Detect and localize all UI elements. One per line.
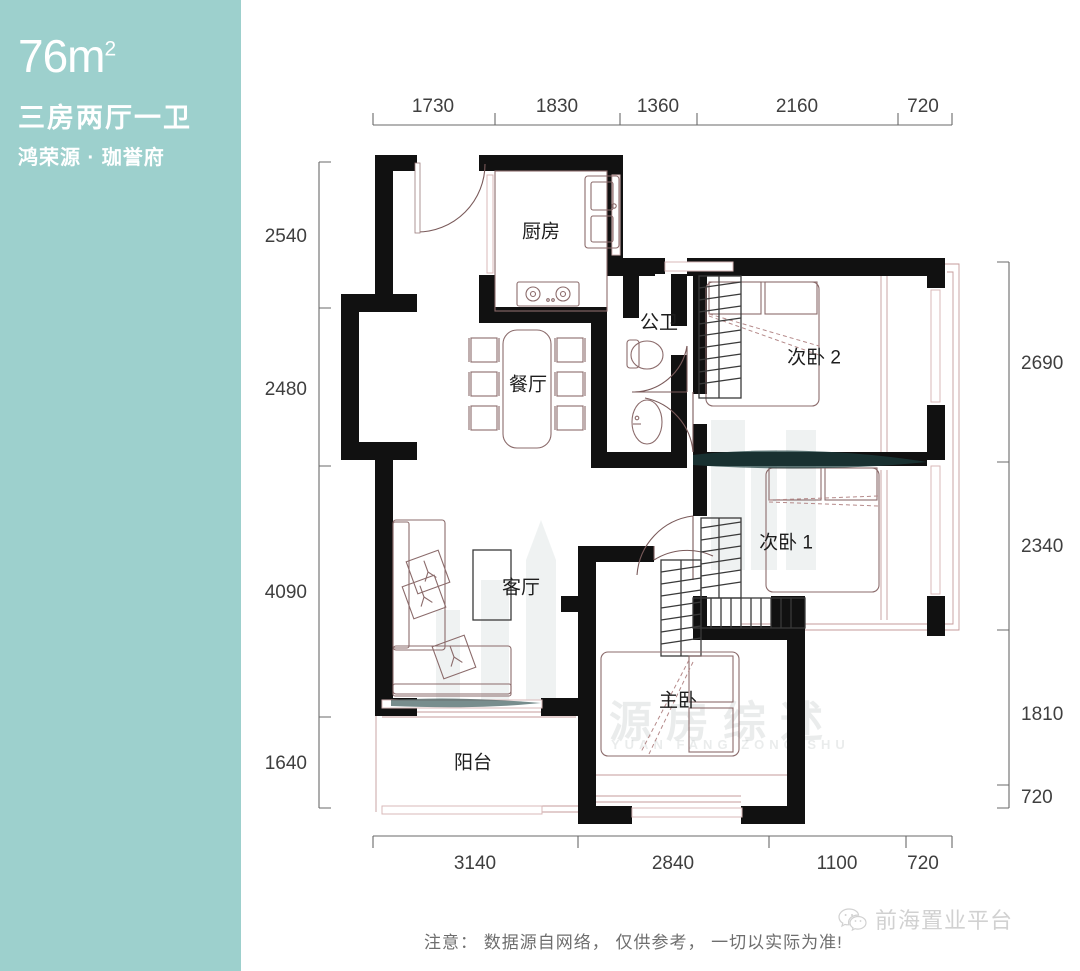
floor-plan-drawing: .wall { fill:#111111; } .fur { fill:none… bbox=[318, 113, 1010, 848]
dimension-top-4: 720 bbox=[907, 96, 939, 117]
wechat-icon bbox=[838, 908, 867, 931]
dimension-right-1: 2340 bbox=[1021, 536, 1064, 557]
dimension-left-0: 2540 bbox=[264, 226, 307, 247]
dimension-line-bottom bbox=[372, 835, 953, 848]
disclaimer-note: 注意： 数据源自网络， 仅供参考， 一切以实际为准! bbox=[424, 933, 843, 952]
info-banner: 76m2 三房两厅一卫 鸿荣源 · 珈誉府 bbox=[0, 0, 241, 971]
dimension-line-left bbox=[318, 161, 331, 809]
floor-plan: 源房综述 YUAN FANG ZONG SHU .wall { fill:#11… bbox=[241, 0, 1080, 971]
room-label-dining: 餐厅 bbox=[508, 374, 548, 396]
area-size: 76m2 bbox=[18, 30, 116, 82]
area-size-value: 76m bbox=[18, 30, 105, 82]
dimension-top-1: 1830 bbox=[535, 96, 579, 117]
room-label-bedroom1: 次卧 1 bbox=[759, 532, 813, 554]
dimension-line-top bbox=[372, 113, 953, 126]
furniture bbox=[382, 170, 880, 757]
dimension-left-2: 4090 bbox=[264, 582, 307, 603]
dimension-right-2: 1810 bbox=[1021, 704, 1064, 725]
teal-streak bbox=[391, 450, 927, 708]
walls bbox=[341, 155, 945, 824]
dimension-line-right bbox=[997, 261, 1010, 809]
wechat-watermark: 前海置业平台 bbox=[838, 903, 1013, 935]
dimension-bottom-3: 720 bbox=[907, 853, 939, 874]
dimension-bottom-1: 2840 bbox=[651, 853, 695, 874]
dimension-top-2: 1360 bbox=[636, 96, 680, 117]
dimension-left-3: 1640 bbox=[264, 753, 307, 774]
room-label-master: 主卧 bbox=[658, 690, 698, 712]
room-label-bathroom: 公卫 bbox=[639, 312, 679, 334]
dimension-bottom-2: 1100 bbox=[816, 853, 858, 874]
dimension-right-0: 2690 bbox=[1021, 353, 1064, 374]
area-unit-superscript: 2 bbox=[104, 37, 116, 61]
doors bbox=[414, 162, 714, 580]
outline-thin-lines bbox=[375, 263, 960, 813]
room-label-bedroom2: 次卧 2 bbox=[787, 347, 841, 369]
dimension-top-0: 1730 bbox=[411, 96, 455, 117]
room-label-living: 客厅 bbox=[501, 577, 541, 599]
room-label-balcony: 阳台 bbox=[453, 752, 493, 774]
dimension-right-3: 720 bbox=[1021, 787, 1053, 808]
wechat-account-name: 前海置业平台 bbox=[875, 908, 1014, 933]
room-label-kitchen: 厨房 bbox=[521, 221, 561, 243]
project-name: 鸿荣源 · 珈誉府 bbox=[18, 147, 165, 169]
layout-description: 三房两厅一卫 bbox=[18, 103, 192, 133]
dimension-top-3: 2160 bbox=[775, 96, 819, 117]
dimension-left-1: 2480 bbox=[264, 379, 307, 400]
dimension-bottom-0: 3140 bbox=[453, 853, 497, 874]
